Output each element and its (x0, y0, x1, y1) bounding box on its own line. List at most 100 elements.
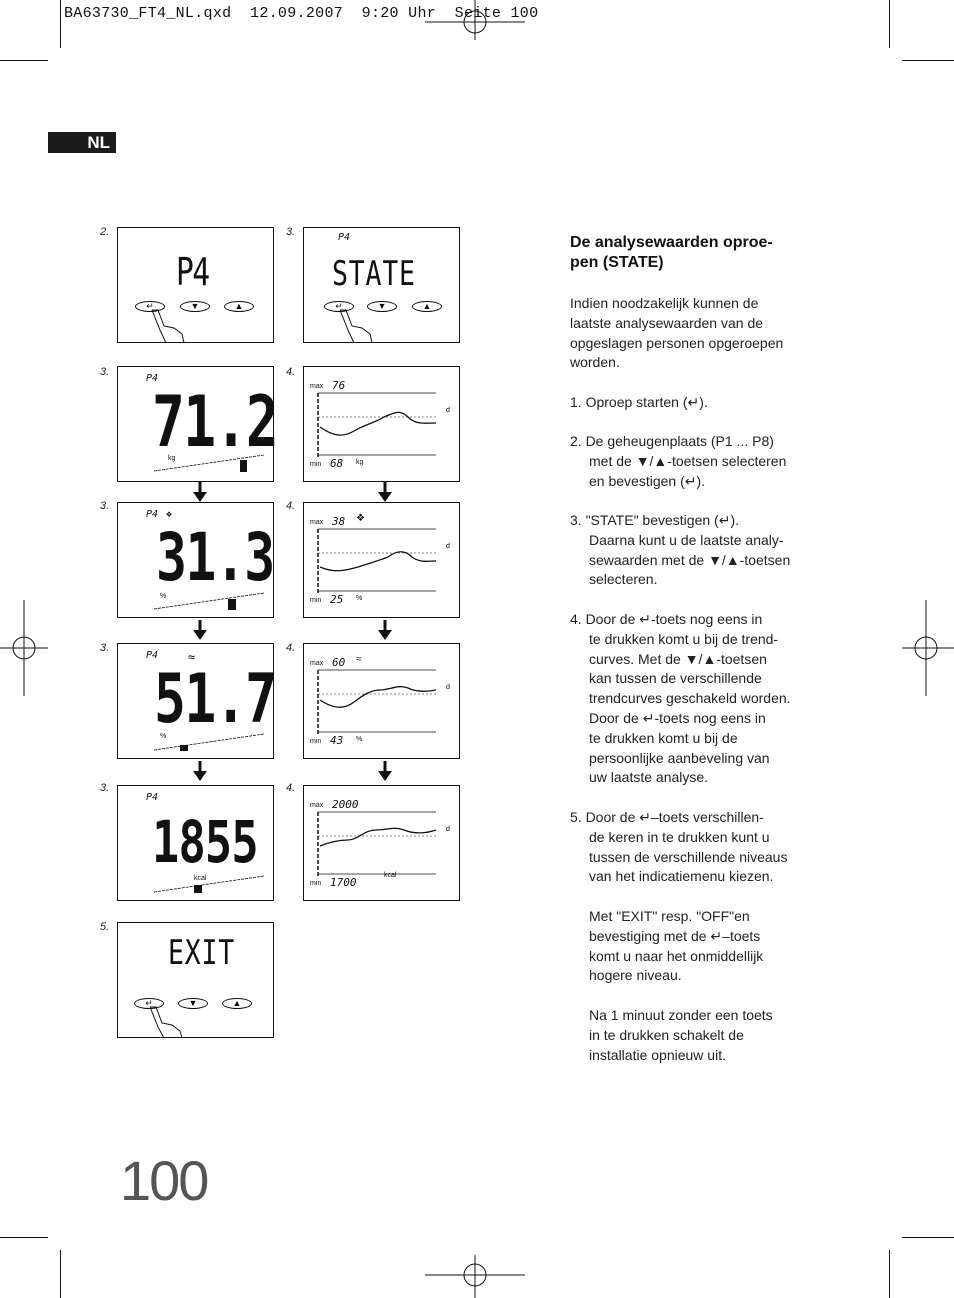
trend-max-value: 38 (332, 515, 346, 528)
down-arrow-key-icon: ▼ (178, 998, 208, 1009)
trend-min-value: 1700 (330, 876, 357, 889)
final-paragraph: Na 1 minuut zonder een toets in te drukk… (589, 1007, 773, 1063)
title-line: pen (STATE) (570, 254, 664, 271)
lcd-panel-exit: EXIT ↵ ▼ ▲ (117, 922, 274, 1039)
enter-key-icon: ↵ (642, 709, 655, 726)
down-arrow-icon (378, 761, 392, 781)
trend-min-label: min (310, 461, 322, 468)
step-label: 3. (100, 642, 110, 654)
section-title: De analysewaarden oproe- pen (STATE) (570, 233, 810, 273)
crop-mark (0, 1237, 48, 1238)
step-label: 3. (100, 782, 110, 794)
step-label: 5. (100, 921, 110, 933)
lcd-panel-fat: P4 ❖ 31.3 % (117, 502, 275, 618)
enter-key-icon: ↵ (639, 611, 651, 627)
trend-max-label: max (310, 802, 324, 809)
language-tab: NL (48, 132, 116, 153)
lcd-indicator-scale (154, 592, 265, 610)
lcd-user-small: P4 (146, 509, 159, 520)
trend-curve-graph (317, 392, 437, 459)
trend-max-label: max (310, 519, 324, 526)
lcd-indicator-scale (154, 875, 265, 893)
trend-max-label: max (310, 660, 324, 667)
enter-key-icon: ↵ (718, 512, 731, 528)
enter-key-icon: ↵ (134, 998, 164, 1009)
trend-day-label: d (446, 407, 450, 414)
step-label: 2. (100, 226, 110, 238)
intro-paragraph: Indien noodzakelijk kunnen de laatste an… (570, 295, 784, 371)
instruction-item-2: 2. De geheugenplaats (P1 ... P8) met de … (570, 433, 787, 489)
trend-min-label: min (310, 597, 322, 604)
print-header: BA63730_FT4_NL.qxd 12.09.2007 9:20 Uhr S… (64, 5, 539, 22)
step-label: 4. (286, 500, 296, 512)
crop-mark (902, 1237, 954, 1238)
enter-key-icon: ↵ (684, 472, 697, 489)
step-label: 3. (100, 366, 110, 378)
finger-icon (339, 309, 373, 344)
lcd-fat-value: 31.3 (156, 519, 275, 596)
registration-mark-right (902, 600, 954, 696)
trend-curve-graph (317, 669, 437, 736)
lcd-state-text: STATE (332, 254, 416, 294)
lcd-unit: % (160, 593, 167, 600)
trend-unit: % (356, 736, 363, 743)
lcd-kcal-value: 1855 (152, 808, 259, 876)
up-arrow-key-icon: ▲ (222, 998, 252, 1009)
trend-max-value: 60 (332, 656, 346, 669)
down-arrow-icon (193, 761, 207, 781)
step-label: 3. (286, 226, 296, 238)
trend-max-value: 76 (332, 379, 346, 392)
trend-unit: kcal (384, 872, 397, 879)
crop-mark (60, 0, 61, 48)
registration-mark-left (0, 600, 48, 696)
trend-min-label: min (310, 880, 322, 887)
lcd-water-value: 51.7 (154, 660, 277, 739)
up-arrow-key-icon: ▲ (412, 301, 442, 312)
trend-unit: kg (356, 459, 364, 466)
lcd-unit: % (160, 733, 167, 740)
instruction-item-1: 1. Oproep starten (↵). (570, 394, 708, 410)
lcd-exit-text: EXIT (168, 933, 235, 973)
lcd-user-code: P4 (176, 250, 210, 294)
trend-unit: % (356, 595, 363, 602)
step-label: 4. (286, 782, 296, 794)
lcd-user-small: P4 (338, 232, 351, 243)
step-label: 3. (100, 500, 110, 512)
enter-key-icon: ↵ (135, 301, 165, 312)
down-arrow-key-icon: ▼ (180, 301, 210, 312)
enter-key-icon: ↵ (324, 301, 354, 312)
crop-mark (902, 60, 954, 61)
crop-mark (889, 0, 890, 48)
trend-symbol: ≈ (356, 654, 362, 665)
lcd-indicator-scale (154, 733, 265, 751)
crop-mark (889, 1250, 890, 1298)
lcd-panel-weight: P4 71.2 kg (117, 366, 279, 482)
water-icon: ≈ (188, 650, 196, 664)
finger-icon (149, 1006, 183, 1039)
instruction-item-5: 5. Door de ↵–toets verschillen- de keren… (570, 809, 788, 885)
trend-day-label: d (446, 684, 450, 691)
title-line: De analysewaarden oproe- (570, 234, 773, 251)
lcd-panel-user-select: P4 ↵ ▼ ▲ (117, 227, 274, 344)
down-arrow-key-icon: ▼ (367, 301, 397, 312)
up-arrow-key-icon: ▲ (224, 301, 254, 312)
page-number: 100 (120, 1149, 209, 1212)
registration-mark-bottom (425, 1255, 525, 1298)
trend-curve-graph (317, 528, 437, 595)
down-arrow-icon (378, 482, 392, 502)
lcd-panel-water: P4 ≈ 51.7 % (117, 643, 277, 759)
trend-min-value: 68 (330, 457, 344, 470)
lcd-unit: kg (168, 455, 176, 462)
step-label: 4. (286, 642, 296, 654)
finger-icon (151, 309, 185, 344)
crop-mark (60, 1250, 61, 1298)
lcd-unit: kcal (194, 875, 207, 882)
enter-key-icon: ↵ (639, 809, 651, 825)
trend-min-value: 43 (330, 734, 344, 747)
down-arrow-icon (193, 482, 207, 502)
trend-day-label: d (446, 543, 450, 550)
trend-min-label: min (310, 738, 322, 745)
